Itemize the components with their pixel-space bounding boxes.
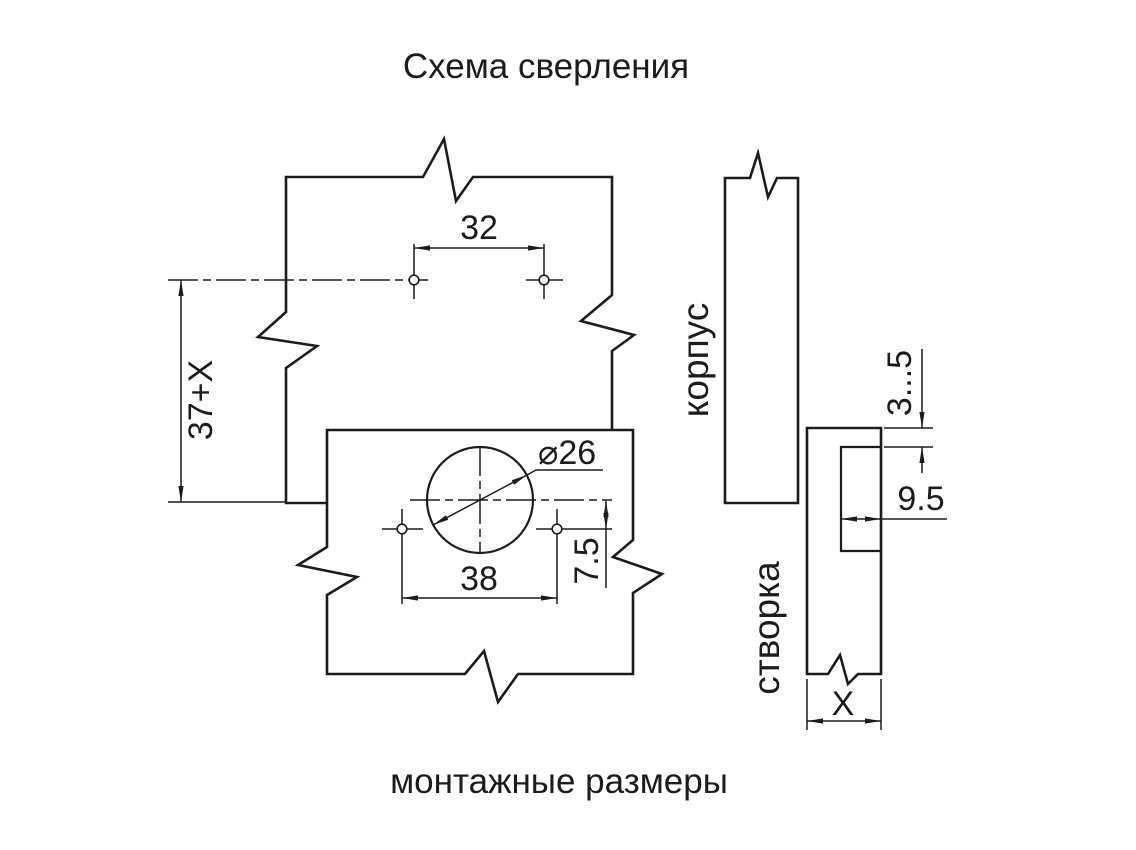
- cup-drilling-section: [839, 445, 881, 553]
- dim-mount-hole-spacing-38: 38: [402, 560, 557, 601]
- dim-32-label: 32: [460, 209, 498, 247]
- system-hole: [538, 274, 550, 286]
- system-hole: [408, 274, 420, 286]
- cabinet-side-panel: корпус: [675, 148, 800, 505]
- dim-75-label: 7.5: [568, 537, 606, 584]
- door-front-outline: [294, 428, 665, 705]
- hole-crosshair: [413, 244, 545, 299]
- dim-hole-spacing-32: 32: [414, 209, 544, 251]
- leader-line: [526, 469, 603, 476]
- extension-line: [884, 427, 933, 448]
- dim-diameter-label: ⌀26: [538, 434, 596, 472]
- cabinet-front-panel: [255, 135, 637, 505]
- dim-door-thickness-x: X: [806, 679, 882, 730]
- dim-cup-to-holes-75: 7.5: [568, 501, 609, 588]
- diameter-line: [432, 474, 528, 526]
- drawing-caption: монтажные размеры: [390, 762, 728, 801]
- door-side-panel: створка: [746, 426, 883, 695]
- dim-cup-diameter-26: ⌀26: [432, 434, 603, 526]
- system-holes-top: [168, 244, 563, 299]
- door-side-outline: [805, 426, 883, 687]
- dim-38-label: 38: [460, 560, 498, 598]
- cabinet-side-outline: [723, 148, 800, 505]
- mount-hole: [551, 523, 563, 535]
- dim-edge-distance-35: 3...5: [881, 349, 933, 473]
- cabinet-front-outline: [255, 135, 637, 505]
- dim-35-label: 3...5: [881, 350, 919, 416]
- mount-holes-door: [382, 509, 612, 604]
- dim-37x-label: 37+X: [182, 360, 220, 440]
- dim-vertical-offset-37x: 37+X: [168, 280, 286, 503]
- door-label: створка: [746, 561, 787, 695]
- dim-95-label: 9.5: [897, 480, 944, 518]
- dim-drill-depth-95: 9.5: [841, 480, 947, 522]
- dim-x-label: X: [832, 685, 855, 723]
- mount-hole: [396, 523, 408, 535]
- cabinet-label: корпус: [675, 303, 716, 417]
- door-front-panel: [294, 428, 665, 705]
- page-title: Схема сверления: [403, 47, 689, 86]
